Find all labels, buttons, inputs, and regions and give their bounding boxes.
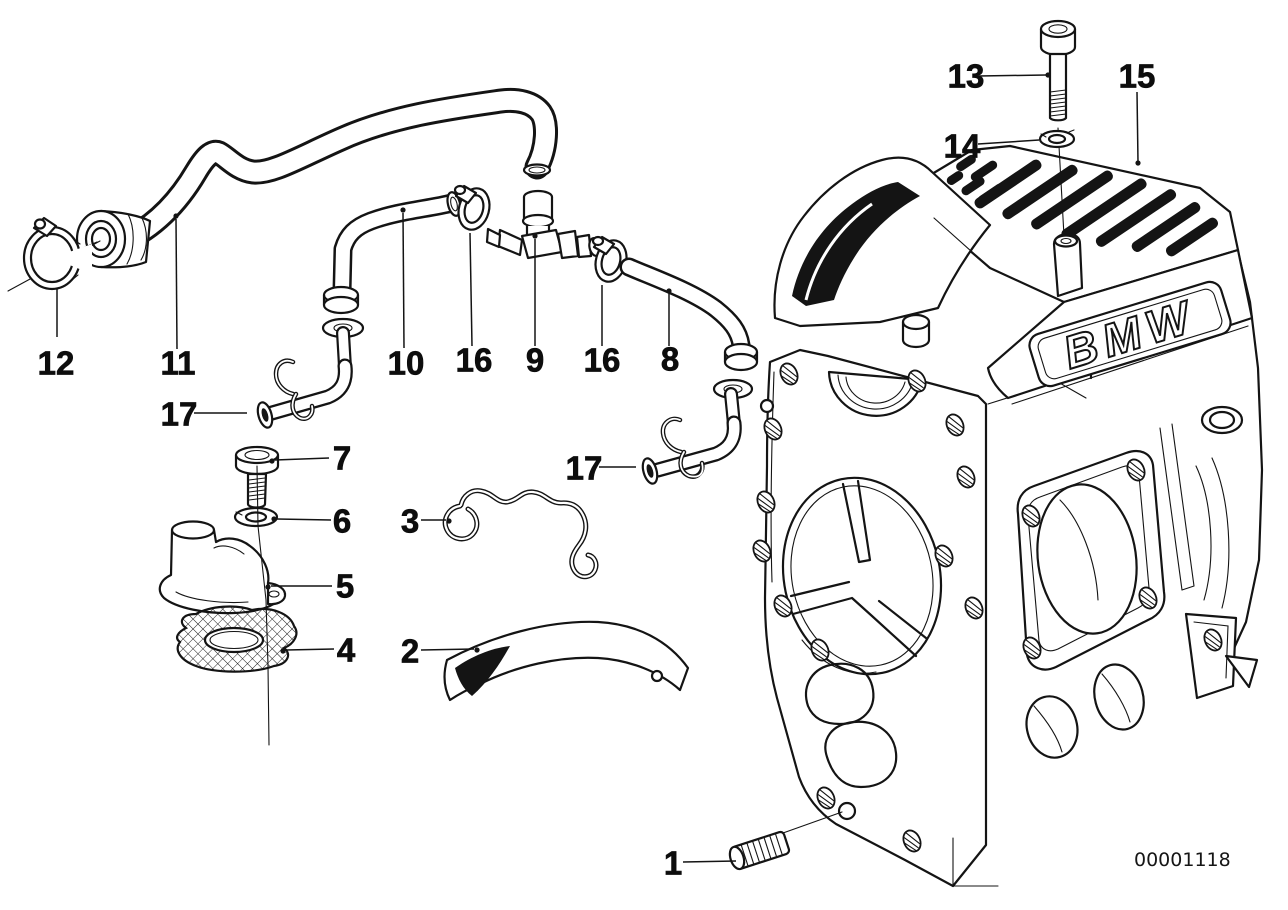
callout-9[interactable]: 9 <box>525 341 544 379</box>
t-connector-9 <box>485 189 602 260</box>
elbow-pipe-17-left <box>256 317 365 429</box>
callout-leader-7 <box>274 457 330 461</box>
assembly-axis-line <box>256 465 270 746</box>
retaining-fork-right <box>660 416 705 479</box>
callout-dot-5 <box>265 584 271 590</box>
callout-1[interactable]: 1 <box>663 844 682 882</box>
callout-11[interactable]: 11 <box>160 344 196 382</box>
callout-leader-4 <box>285 648 335 651</box>
callout-16b[interactable]: 16 <box>583 341 621 379</box>
hose-clamp-16-right <box>591 235 628 283</box>
vent-hose-8 <box>619 257 759 372</box>
callout-dot-3 <box>446 518 452 524</box>
callout-dot-4 <box>280 648 286 654</box>
gasket-4 <box>176 605 298 673</box>
callout-dot-7 <box>269 458 275 464</box>
callout-leader-15 <box>1136 91 1139 163</box>
callout-7[interactable]: 7 <box>332 439 351 477</box>
breather-hose-11 <box>61 87 558 269</box>
breather-cover-5 <box>158 520 287 615</box>
washer-6 <box>233 506 279 528</box>
hose-clamp-16-left <box>453 184 491 231</box>
callout-5[interactable]: 5 <box>335 567 354 605</box>
callout-dot-13 <box>1045 72 1051 78</box>
callout-leader-6 <box>276 518 332 521</box>
cover-plate-2 <box>443 620 690 702</box>
callout-17a[interactable]: 17 <box>160 395 198 433</box>
callout-4[interactable]: 4 <box>336 631 356 669</box>
callout-16a[interactable]: 16 <box>455 341 493 379</box>
callout-17b[interactable]: 17 <box>565 449 603 487</box>
callout-leader-11 <box>175 218 178 350</box>
engine-cover-15: BMW <box>773 144 1254 400</box>
engine-block <box>749 250 1264 888</box>
callout-2[interactable]: 2 <box>400 632 419 670</box>
callout-leader-1 <box>682 860 737 863</box>
callout-6[interactable]: 6 <box>332 502 351 540</box>
retaining-fork-left <box>273 358 315 421</box>
callout-13[interactable]: 13 <box>947 57 985 95</box>
callout-8[interactable]: 8 <box>660 340 679 378</box>
callout-leader-2 <box>420 648 475 651</box>
callout-dot-11 <box>173 213 179 219</box>
callout-10[interactable]: 10 <box>387 344 425 382</box>
elbow-pipe-17-right <box>641 378 754 485</box>
callout-dot-8 <box>666 288 672 294</box>
diagram-id-code: 00001118 <box>1134 849 1231 871</box>
callout-leader-10 <box>402 212 405 349</box>
callout-leader-14 <box>977 139 1040 145</box>
callout-3[interactable]: 3 <box>400 502 419 540</box>
wire-clip-3 <box>442 488 599 580</box>
dowel-pin-1 <box>728 811 843 871</box>
callout-12[interactable]: 12 <box>37 344 75 382</box>
lock-washer-14 <box>1038 129 1076 149</box>
callout-dot-9 <box>532 233 538 239</box>
callout-14[interactable]: 14 <box>943 127 981 165</box>
callout-leader-16a <box>469 232 473 347</box>
hose-clamp-12 <box>7 216 101 292</box>
callout-dot-2 <box>474 647 480 653</box>
vent-hose-10 <box>322 191 462 315</box>
callout-dot-15 <box>1135 160 1141 166</box>
cover-vent-slots <box>946 154 1219 257</box>
socket-bolt-13 <box>1039 19 1077 237</box>
callout-dot-10 <box>400 207 406 213</box>
callout-dot-6 <box>271 516 277 522</box>
callout-leader-13 <box>978 74 1047 77</box>
callout-15[interactable]: 15 <box>1118 57 1156 95</box>
